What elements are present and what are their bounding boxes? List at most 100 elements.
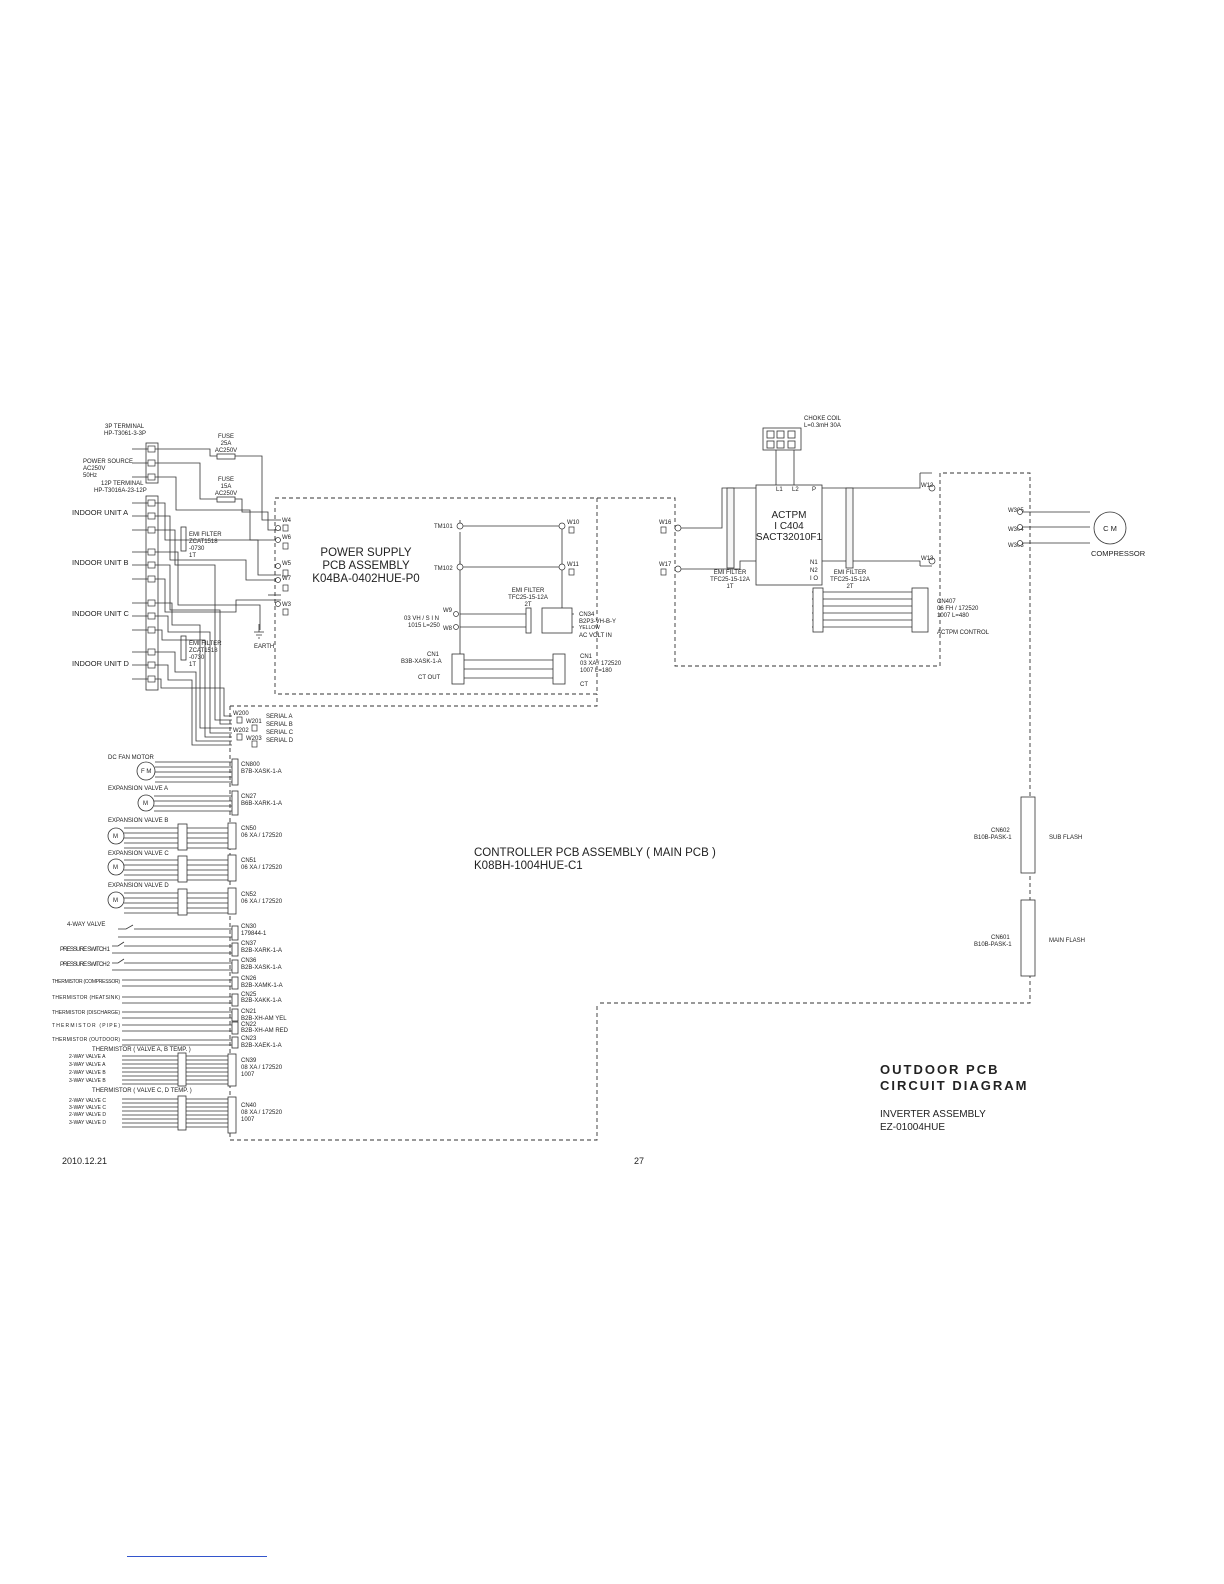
cn30-part: 179844-1 (241, 931, 267, 937)
wire-w6: W6 (282, 535, 292, 541)
exp-valve-a-symbol (137, 794, 155, 812)
fan-motor-letters: F M (141, 769, 151, 775)
indoor-unit-c-label: INDOOR UNIT C (72, 609, 130, 618)
cn602-connector (1020, 796, 1036, 874)
cn800-connector (231, 758, 239, 786)
emi-b-1: EMI FILTER (834, 570, 867, 576)
cn25-part: B2B-XAKK-1-A (241, 998, 282, 1004)
w305-node (1017, 509, 1023, 515)
cn27-connector (231, 790, 239, 816)
w17-terminal (660, 568, 667, 576)
emi-filter-left-1 (180, 526, 187, 552)
w11-label: W11 (567, 562, 580, 568)
terminal-12p-label: 12P TERMINAL (101, 481, 144, 487)
fuse-1 (216, 453, 236, 460)
cn51-connector (227, 854, 237, 882)
lower-device-wiring (112, 924, 232, 1046)
power-pcb-title-2: PCB ASSEMBLY (322, 560, 410, 572)
cn30-label: CN30 (241, 924, 257, 930)
w10-label: W10 (567, 520, 580, 526)
power-source-frequency: 50Hz (83, 473, 97, 479)
cn37-part: B2B-XARK-1-A (241, 948, 282, 954)
w13-node (928, 557, 936, 565)
main-flash-label: MAIN FLASH (1049, 938, 1085, 944)
cn602-part: B10B-PASK-1 (974, 835, 1012, 841)
psu-emi-2: TFC25-15-12A (508, 595, 548, 601)
cn407-length: 1007 L=480 (937, 613, 970, 619)
w305-label: W305 (1008, 508, 1024, 514)
four-way-valve-label: 4-WAY VALVE (67, 922, 105, 928)
actpm-l1: L1 (776, 487, 783, 493)
valve-cd-1: 2-WAY VALVE C (69, 1098, 106, 1104)
tm101-label: TM101 (434, 524, 453, 530)
psu-emi-1: EMI FILTER (512, 588, 545, 594)
cn52-connector (227, 887, 237, 915)
wire-w4: W4 (282, 518, 292, 524)
emi-filter-a-core (726, 487, 735, 569)
actpm-control-connector-right (911, 587, 929, 633)
actpm-io: I O (810, 576, 818, 582)
valve-ab-4: 3-WAY VALVE B (69, 1078, 106, 1084)
cn22-part: B2B-XH-AM RED (241, 1028, 289, 1034)
emi-b-2: TFC25-15-12A (830, 577, 870, 583)
dc-fan-motor-symbol (136, 761, 156, 781)
dc-fan-motor-label: DC FAN MOTOR (108, 755, 155, 761)
cn34-color: YELLOW (579, 625, 600, 631)
power-pcb-title-3: K04BA-0402HUE-P0 (312, 573, 419, 585)
cn50-label: CN50 (241, 826, 257, 832)
cn1-left-label: CN1 (427, 652, 440, 658)
choke-coil-rating: L=0.3mH 30A (804, 423, 841, 429)
right-wiring (678, 450, 1090, 628)
w10-node (558, 522, 566, 530)
valve-group-cd-ferrite (177, 1095, 187, 1131)
emi-a-1: EMI FILTER (714, 570, 747, 576)
cn50-connector (227, 822, 237, 850)
w16-terminal (660, 526, 667, 534)
cn1-left-part: B3B-XASK-1-A (401, 659, 442, 665)
emi-left-1-l3: -0730 (189, 546, 205, 552)
right-pcb-outline (597, 472, 1031, 1004)
w16-label: W16 (659, 520, 672, 526)
fuse-2-voltage: AC250V (215, 491, 237, 497)
valve-cd-2: 3-WAY VALVE C (69, 1105, 106, 1111)
emi-left-1-l4: 1T (189, 553, 196, 559)
footer-link-underline (127, 1556, 267, 1557)
psu-emi-filter (525, 607, 532, 634)
cn21-part: B2B-XH-AM YEL (241, 1016, 287, 1022)
psu-emi-3: 2T (524, 602, 531, 608)
sub-flash-label: SUB FLASH (1049, 835, 1082, 841)
w200-label: W200 (233, 711, 249, 717)
footer-date: 2010.12.21 (62, 1156, 108, 1166)
actpm-n1: N1 (810, 560, 818, 566)
cn22-label: CN22 (241, 1022, 257, 1028)
tm101-node (456, 522, 464, 530)
emi-left-2-l2: ZCAT1518 (189, 648, 218, 654)
emi-left-1-l1: EMI FILTER (189, 532, 222, 538)
cn39-part: 08 XA / 172520 (241, 1065, 283, 1071)
wire-w7: W7 (282, 576, 292, 582)
indoor-unit-b-label: INDOOR UNIT B (72, 558, 129, 567)
cn1-left-connector (451, 653, 465, 685)
actpm-n2: N2 (810, 568, 818, 574)
valve-cd-4: 3-WAY VALVE D (69, 1120, 106, 1126)
cn27-label: CN27 (241, 794, 257, 800)
cn51-label: CN51 (241, 858, 257, 864)
fuse-2 (216, 496, 236, 503)
wire-w3: W3 (282, 602, 292, 608)
controller-pcb-title-1: CONTROLLER PCB ASSEMBLY ( MAIN PCB ) (474, 847, 716, 859)
valve-ab-1: 2-WAY VALVE A (69, 1054, 106, 1060)
psu-w9: W9 (443, 608, 453, 614)
valve-ab-3: 2-WAY VALVE B (69, 1070, 106, 1076)
indoor-unit-d-label: INDOOR UNIT D (72, 659, 130, 668)
power-source-label: POWER SOURCE (83, 459, 133, 465)
cn34-connector (541, 607, 573, 634)
thermistor-pipe-label: THERMISTOR (PIPE) (52, 1023, 120, 1029)
w17-label: W17 (659, 562, 672, 568)
w8-node (453, 624, 459, 630)
exp-valve-a-label: EXPANSION VALVE A (108, 786, 168, 792)
controller-pcb-title-2: K08BH-1004HUE-C1 (474, 860, 583, 872)
w304-node (1017, 524, 1023, 530)
left-wiring-bundle (155, 448, 281, 746)
wire-w5: W5 (282, 561, 292, 567)
